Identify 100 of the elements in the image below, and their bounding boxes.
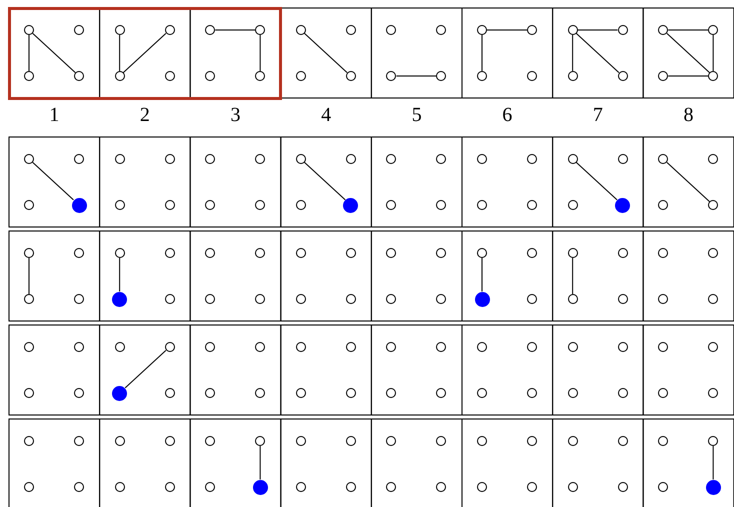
vertex-circle	[114, 25, 125, 35]
vertex-circle	[477, 342, 487, 352]
vertex-circle	[436, 25, 446, 35]
vertex-circle	[255, 71, 266, 81]
edge-line	[119, 34, 120, 72]
vertex-circle	[527, 25, 537, 35]
vertex-circle	[255, 248, 266, 258]
vertex-circle	[205, 248, 216, 258]
vertex-circle	[708, 200, 718, 210]
vertex-circle	[346, 71, 356, 81]
vertex-circle	[296, 71, 306, 81]
vertex-circle	[477, 482, 487, 492]
vertex-circle	[568, 436, 578, 446]
column-number: 4	[320, 104, 332, 126]
vertex-circle	[346, 294, 356, 304]
vertex-circle	[255, 342, 266, 352]
vertex-circle	[164, 154, 175, 164]
vertex-circle	[296, 482, 306, 492]
vertex-circle	[205, 436, 216, 446]
vertex-circle	[708, 342, 718, 352]
vertex-circle	[164, 71, 175, 81]
vertex-circle	[568, 200, 578, 210]
vertex-circle	[255, 294, 266, 304]
vertex-circle	[346, 482, 356, 492]
vertex-circle	[658, 482, 668, 492]
vertex-circle	[658, 342, 668, 352]
vertex-circle	[527, 436, 537, 446]
vertex-circle	[708, 248, 718, 258]
edge-line	[260, 446, 261, 480]
vertex-circle	[658, 71, 668, 81]
vertex-circle	[74, 71, 84, 81]
vertex-circle	[24, 25, 34, 35]
edge-line	[572, 34, 574, 72]
vertex-circle	[296, 294, 306, 304]
vertex-circle	[24, 248, 34, 258]
vertex-circle	[436, 342, 446, 352]
filled-vertex	[615, 198, 630, 212]
vertex-circle	[568, 71, 578, 81]
vertex-circle	[114, 436, 125, 446]
vertex-circle	[477, 436, 487, 446]
edge-line	[576, 32, 620, 74]
vertex-circle	[618, 25, 628, 35]
vertex-circle	[527, 482, 537, 492]
vertex-circle	[255, 25, 266, 35]
vertex-circle	[74, 248, 84, 258]
highlight-frame	[8, 6, 282, 100]
vertex-circle	[477, 71, 487, 81]
vertex-circle	[164, 25, 175, 35]
edge-line	[304, 32, 348, 74]
vertex-circle	[296, 25, 306, 35]
vertex-circle	[618, 436, 628, 446]
vertex-circle	[658, 248, 668, 258]
vertex-circle	[114, 248, 125, 258]
vertex-circle	[296, 154, 306, 164]
vertex-circle	[527, 71, 537, 81]
vertex-circle	[708, 436, 718, 446]
vertex-circle	[477, 25, 487, 35]
edge-line	[119, 258, 120, 292]
vertex-circle	[708, 25, 718, 35]
vertex-circle	[164, 436, 175, 446]
vertex-circle	[205, 388, 216, 398]
vertex-circle	[346, 388, 356, 398]
column-number: 1	[48, 104, 60, 126]
edge-line	[32, 162, 74, 200]
vertex-circle	[74, 482, 84, 492]
vertex-circle	[618, 154, 628, 164]
vertex-circle	[205, 294, 216, 304]
vertex-circle	[386, 71, 396, 81]
column-number: 8	[682, 104, 694, 126]
vertex-circle	[296, 436, 306, 446]
vertex-circle	[114, 71, 125, 81]
vertex-circle	[658, 436, 668, 446]
vertex-circle	[618, 71, 628, 81]
vertex-circle	[74, 436, 84, 446]
vertex-circle	[708, 388, 718, 398]
vertex-circle	[618, 248, 628, 258]
filled-vertex	[706, 480, 721, 494]
vertex-circle	[205, 342, 216, 352]
vertex-circle	[74, 154, 84, 164]
vertex-circle	[386, 436, 396, 446]
vertex-circle	[164, 200, 175, 210]
vertex-circle	[527, 294, 537, 304]
vertex-circle	[114, 154, 125, 164]
vertex-circle	[255, 200, 266, 210]
vertex-circle	[164, 388, 175, 398]
filled-vertex	[112, 292, 128, 306]
vertex-circle	[568, 294, 578, 304]
vertex-circle	[296, 200, 306, 210]
vertex-circle	[346, 436, 356, 446]
column-number: 2	[138, 104, 151, 126]
edge-line	[572, 258, 574, 294]
vertex-circle	[205, 71, 216, 81]
vertex-circle	[477, 248, 487, 258]
vertex-circle	[568, 248, 578, 258]
vertex-circle	[346, 25, 356, 35]
column-number: 3	[230, 104, 242, 126]
vertex-circle	[255, 436, 266, 446]
vertex-circle	[346, 154, 356, 164]
vertex-circle	[114, 200, 125, 210]
edge-line	[712, 446, 714, 480]
